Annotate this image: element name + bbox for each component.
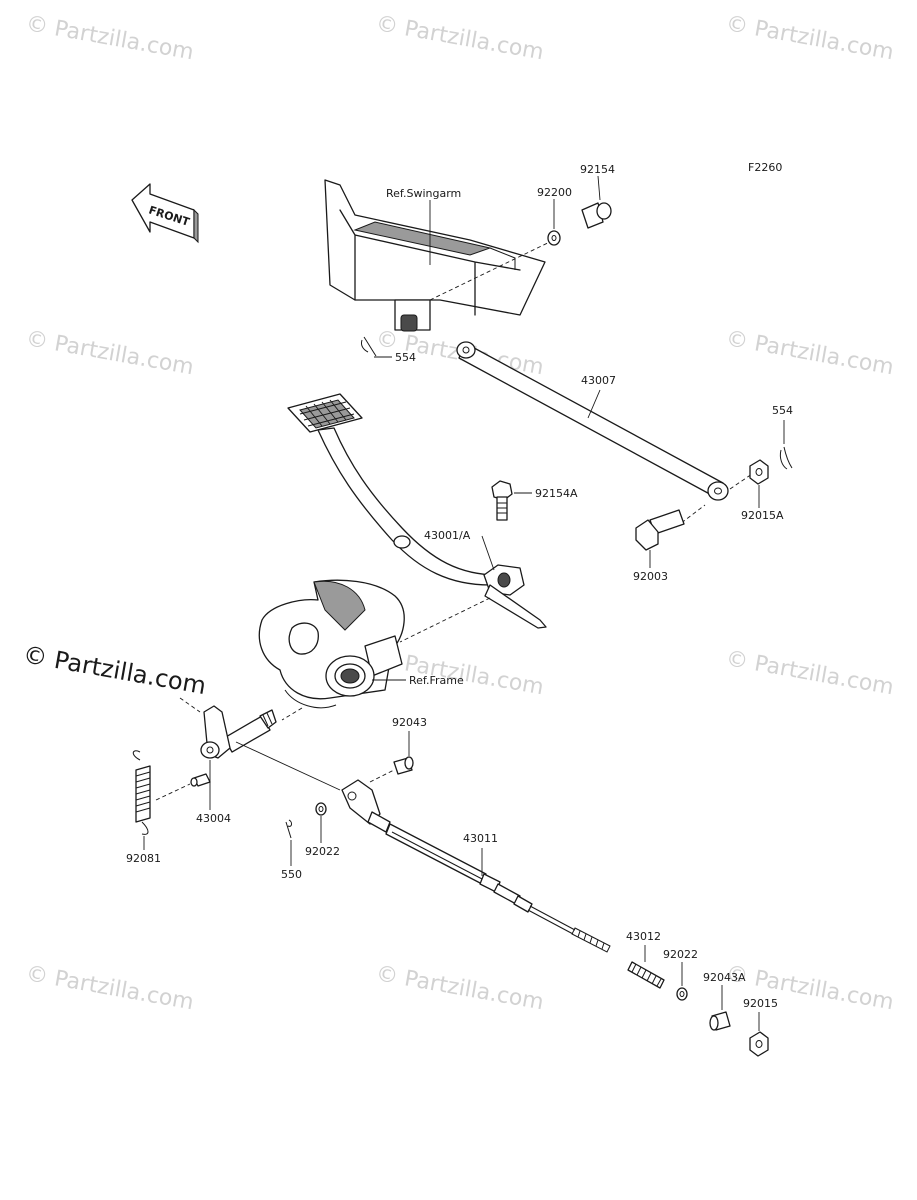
bolt-92154A — [491, 480, 532, 521]
nut-92015A — [749, 459, 769, 508]
brake-pedal-43001A — [287, 393, 547, 643]
part-label-43001A: 43001/A — [424, 529, 471, 542]
part-label-92022-right: 92022 — [663, 948, 698, 961]
watermark: © Partzilla.com — [24, 961, 196, 1015]
cotter-pin-554-right — [779, 420, 793, 470]
part-label-92022-left: 92022 — [305, 845, 340, 858]
part-label-43011: 43011 — [463, 832, 498, 845]
watermark: © Partzilla.com — [724, 11, 896, 65]
washer-92200 — [547, 199, 561, 246]
watermark: © Partzilla.com — [724, 326, 896, 380]
part-label-92154: 92154 — [580, 163, 615, 176]
brake-cable-43011 — [341, 779, 611, 953]
part-label-550: 550 — [281, 868, 302, 881]
cotter-pin-550 — [285, 819, 292, 866]
front-arrow-icon: FRONT — [131, 183, 199, 244]
spring-92081 — [132, 750, 191, 850]
spring-43012 — [627, 945, 665, 989]
ref-frame-label: Ref.Frame — [409, 674, 464, 687]
part-label-43007: 43007 — [581, 374, 616, 387]
washer-92022-right — [676, 962, 688, 1001]
bolt-92154 — [581, 175, 612, 229]
part-label-554-right: 554 — [772, 404, 793, 417]
part-label-554-upper: 554 — [395, 351, 416, 364]
part-label-43004: 43004 — [196, 812, 231, 825]
shaft-43004 — [179, 697, 341, 810]
swingarm-reference: Ref.Swingarm — [324, 179, 559, 332]
part-label-92043: 92043 — [392, 716, 427, 729]
ref-swingarm-label: Ref.Swingarm — [386, 187, 461, 200]
part-label-92043A: 92043A — [703, 971, 746, 984]
cotter-pin-554-upper — [361, 336, 392, 358]
watermark: © Partzilla.com — [24, 326, 196, 380]
part-label-92081: 92081 — [126, 852, 161, 865]
figure-code: F2260 — [748, 161, 782, 174]
brake-rod-43007 — [456, 341, 753, 528]
watermark: © Partzilla.com — [374, 11, 546, 65]
pin-92043 — [369, 731, 414, 783]
washer-92022-left — [315, 802, 327, 843]
part-label-92003: 92003 — [633, 570, 668, 583]
bolt-92003 — [635, 509, 685, 568]
nut-92043A — [709, 985, 731, 1031]
brand-watermark: © Partzilla.com — [21, 640, 208, 700]
part-label-92200: 92200 — [537, 186, 572, 199]
nut-92015 — [749, 1012, 769, 1057]
part-label-92015: 92015 — [743, 997, 778, 1010]
part-label-43012: 43012 — [626, 930, 661, 943]
watermark: © Partzilla.com — [724, 646, 896, 700]
frame-reference — [258, 579, 406, 721]
watermark: © Partzilla.com — [24, 11, 196, 65]
watermark: © Partzilla.com — [374, 961, 546, 1015]
part-label-92015A: 92015A — [741, 509, 784, 522]
part-label-92154A: 92154A — [535, 487, 578, 500]
